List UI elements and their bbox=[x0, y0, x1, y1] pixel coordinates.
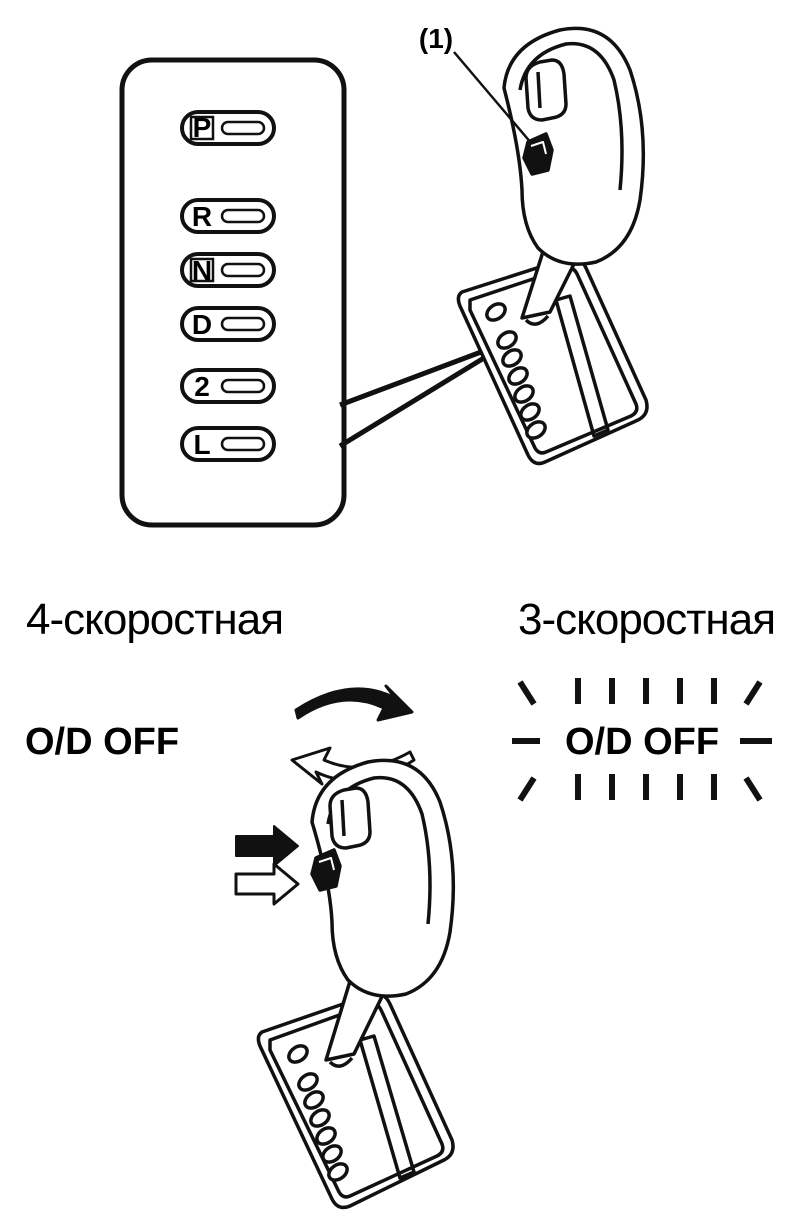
gear-indicator-panel: P R N D 2 L bbox=[119, 57, 347, 528]
gear-label-r: R bbox=[192, 201, 212, 232]
gear-label-p: P bbox=[193, 112, 212, 143]
push-arrow-outline-icon bbox=[234, 862, 300, 906]
gear-item-d: D bbox=[180, 306, 276, 342]
callout-1: (1) bbox=[419, 23, 533, 145]
od-off-indicator-unlit: O/D OFF bbox=[25, 721, 179, 763]
push-arrows bbox=[234, 825, 300, 906]
gear-item-2: 2 bbox=[180, 368, 276, 404]
od-off-lit-text: O/D OFF bbox=[565, 721, 719, 763]
gear-item-n: N bbox=[180, 252, 276, 288]
overdrive-switch-bottom bbox=[310, 848, 342, 892]
gear-item-l: L bbox=[180, 426, 276, 462]
shift-lever-top bbox=[456, 26, 649, 466]
gear-item-r: R bbox=[180, 198, 276, 234]
callout-label: (1) bbox=[419, 23, 453, 54]
gear-item-p: P bbox=[180, 110, 276, 146]
gear-label-2: 2 bbox=[194, 371, 210, 402]
shift-lever-bottom bbox=[256, 758, 456, 1210]
light-rays-icon bbox=[512, 678, 772, 802]
push-arrow-solid-icon bbox=[235, 825, 299, 867]
four-speed-label: 4-скоростная bbox=[26, 595, 283, 644]
gear-label-l: L bbox=[193, 429, 210, 460]
od-off-indicator-lit: O/D OFF bbox=[512, 678, 772, 802]
gear-label-d: D bbox=[192, 309, 212, 340]
arrow-forward-icon bbox=[294, 684, 414, 722]
gear-label-n: N bbox=[192, 255, 212, 286]
panel-leader-lines bbox=[338, 343, 499, 449]
three-speed-label: 3-скоростная bbox=[518, 595, 775, 644]
